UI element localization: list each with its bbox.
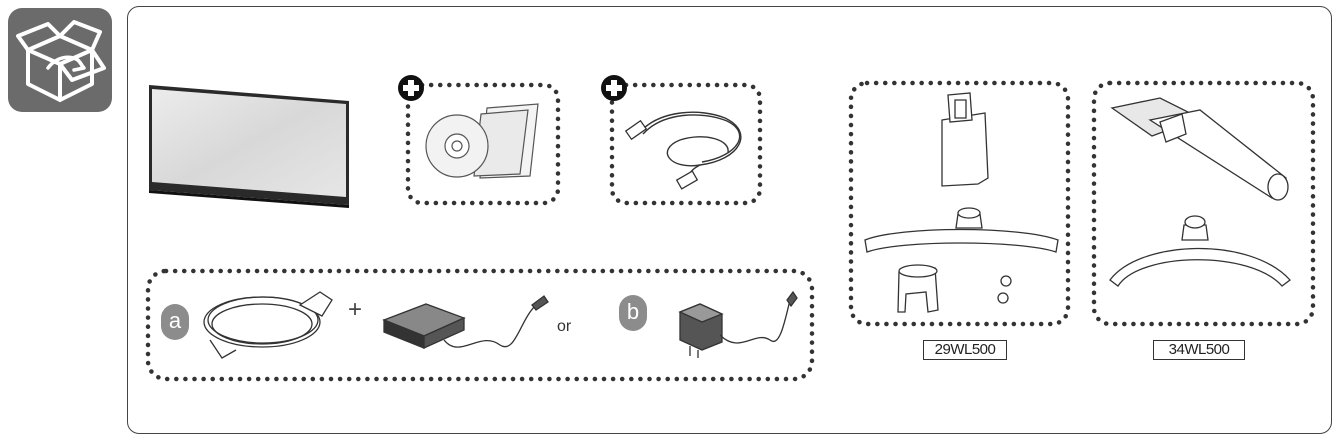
option-a-badge: a (161, 304, 189, 340)
wall-adapter (678, 290, 798, 358)
monitor-panel (149, 85, 349, 208)
cd-and-manuals (405, 82, 561, 206)
plus-circle-icon (601, 75, 627, 101)
power-cord (203, 291, 333, 359)
contents-frame (127, 6, 1332, 434)
or-text: or (557, 318, 572, 335)
open-box-icon (8, 8, 112, 112)
stand-29wl500 (848, 80, 1071, 327)
option-b-badge: b (619, 295, 647, 331)
ac-dc-adapter (382, 295, 549, 350)
model-label-34wl500: 34WL500 (1153, 340, 1245, 360)
hdmi-cable (609, 82, 763, 206)
plus-symbol: + (348, 296, 363, 323)
plus-circle-icon (398, 75, 424, 101)
stand-34wl500 (1091, 80, 1316, 327)
model-label-29wl500: 29WL500 (923, 340, 1007, 360)
power-options-box (145, 268, 815, 382)
